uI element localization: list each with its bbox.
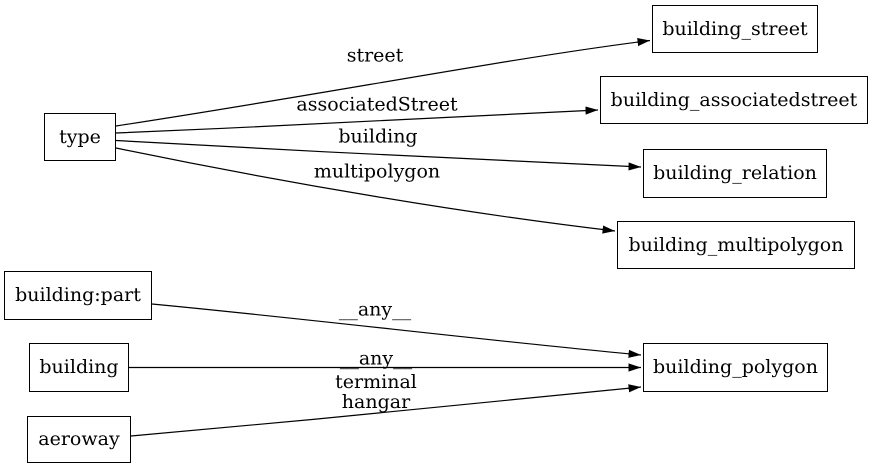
edge-aeroway-building_polygon (130, 384, 642, 437)
node-aeroway-label: aeroway (38, 428, 120, 450)
node-type-label: type (59, 125, 101, 148)
node-building-part-label: building:part (15, 284, 141, 306)
node-building-part: building:part (4, 271, 152, 320)
edge-label-terminal: terminal (335, 371, 417, 393)
edge-label-any-building: __any__ (339, 347, 413, 370)
edge-type-building_street (115, 37, 651, 127)
edge-label-any-buildingpart: __any__ (338, 298, 412, 321)
edge-label-hangar: hangar (341, 391, 411, 413)
node-building-relation-label: building_relation (653, 162, 817, 184)
edge-label-building: building (338, 125, 418, 148)
edge-buildingpart-building_polygon (151, 303, 642, 358)
edge-label-terminal-hangar: terminal hangar (335, 372, 417, 412)
edge-type-building_multipolygon (115, 147, 616, 234)
node-building: building (29, 343, 129, 392)
node-building-street: building_street (652, 5, 818, 53)
edge-label-street: street (346, 44, 404, 67)
node-building-label: building (39, 356, 119, 378)
node-aeroway: aeroway (27, 416, 131, 463)
node-building-associatedstreet-label: building_associatedstreet (610, 88, 858, 111)
node-building-associatedstreet: building_associatedstreet (600, 76, 868, 124)
node-building-polygon-label: building_polygon (653, 356, 818, 378)
node-building-relation: building_relation (643, 149, 827, 198)
edge-type-building_associatedstreet (115, 106, 599, 134)
node-building-multipolygon: building_multipolygon (617, 221, 855, 269)
node-type: type (44, 113, 116, 161)
node-building-polygon: building_polygon (643, 343, 828, 392)
node-building-multipolygon-label: building_multipolygon (628, 233, 844, 256)
edge-label-multipolygon: multipolygon (313, 160, 441, 183)
edge-type-building_relation (115, 139, 642, 171)
edge-label-associatedstreet: associatedStreet (296, 93, 458, 116)
node-building-street-label: building_street (662, 17, 808, 40)
